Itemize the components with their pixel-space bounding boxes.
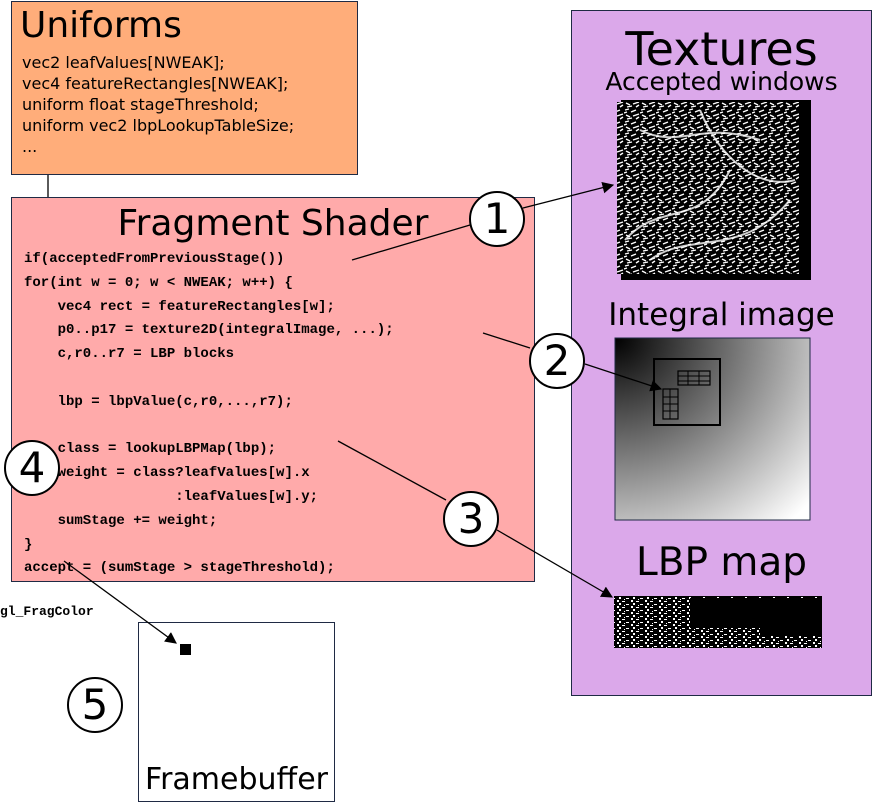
integral-image-label: Integral image bbox=[608, 297, 835, 333]
uniforms-box: Uniforms vec2 leafValues[NWEAK]; vec4 fe… bbox=[11, 1, 358, 175]
uniform-line: uniform float stageThreshold; bbox=[22, 95, 259, 114]
code-line: p0..p17 = texture2D(integralImage, ...); bbox=[24, 322, 394, 339]
code-line: if(acceptedFromPreviousStage()) bbox=[24, 251, 285, 267]
uniform-line: vec4 featureRectangles[NWEAK]; bbox=[22, 74, 289, 93]
accepted-windows-texture bbox=[617, 100, 811, 280]
code-line: weight = class?leafValues[w].x bbox=[24, 465, 310, 482]
step-2-badge: 2 bbox=[529, 333, 585, 389]
code-line: accept = (sumStage > stageThreshold); bbox=[24, 560, 335, 577]
framebuffer-box: Framebuffer bbox=[138, 622, 335, 802]
code-line: vec4 rect = featureRectangles[w]; bbox=[24, 298, 335, 315]
arrow-line bbox=[337, 440, 447, 501]
gl-fragcolor-label: gl_FragColor bbox=[0, 604, 94, 619]
shader-code: if(acceptedFromPreviousStage()) for(int … bbox=[24, 248, 394, 581]
uniform-line: ... bbox=[22, 137, 38, 156]
arrow-to-framebuffer bbox=[63, 560, 177, 644]
lbp-map-texture bbox=[614, 596, 822, 648]
integral-image-texture bbox=[614, 337, 811, 521]
uniform-line: uniform vec2 lbpLookupTableSize; bbox=[22, 116, 295, 135]
step-1-badge: 1 bbox=[469, 191, 525, 247]
arrow-to-accepted-windows bbox=[522, 181, 615, 209]
textures-title: Textures bbox=[625, 22, 818, 76]
framebuffer-label: Framebuffer bbox=[145, 762, 328, 797]
code-line: } bbox=[24, 536, 33, 553]
code-line: lbp = lbpValue(c,r0,...,r7); bbox=[24, 393, 293, 410]
accepted-windows-label: Accepted windows bbox=[605, 67, 838, 96]
uniforms-list: vec2 leafValues[NWEAK]; vec4 featureRect… bbox=[22, 52, 294, 157]
code-line: c,r0..r7 = LBP blocks bbox=[24, 346, 235, 363]
arrow-to-lbp-map bbox=[496, 529, 614, 598]
code-line: class = lookupLBPMap(lbp); bbox=[24, 441, 277, 458]
code-line: sumStage += weight; bbox=[24, 512, 218, 529]
output-pixel bbox=[180, 644, 191, 655]
step-3-badge: 3 bbox=[443, 491, 499, 547]
arrow-to-integral-image bbox=[584, 363, 663, 392]
step-5-badge: 5 bbox=[67, 677, 123, 733]
code-line: for(int w = 0; w < NWEAK; w++) { bbox=[24, 274, 293, 291]
code-line: :leafValues[w].y; bbox=[24, 488, 319, 505]
shader-title: Fragment Shader bbox=[117, 203, 429, 244]
arrow-line bbox=[482, 332, 531, 349]
lbp-map-label: LBP map bbox=[635, 540, 808, 585]
uniforms-title: Uniforms bbox=[20, 5, 182, 46]
step-4-badge: 4 bbox=[4, 440, 60, 496]
arrow-line bbox=[351, 224, 471, 261]
uniform-line: vec2 leafValues[NWEAK]; bbox=[22, 53, 225, 72]
